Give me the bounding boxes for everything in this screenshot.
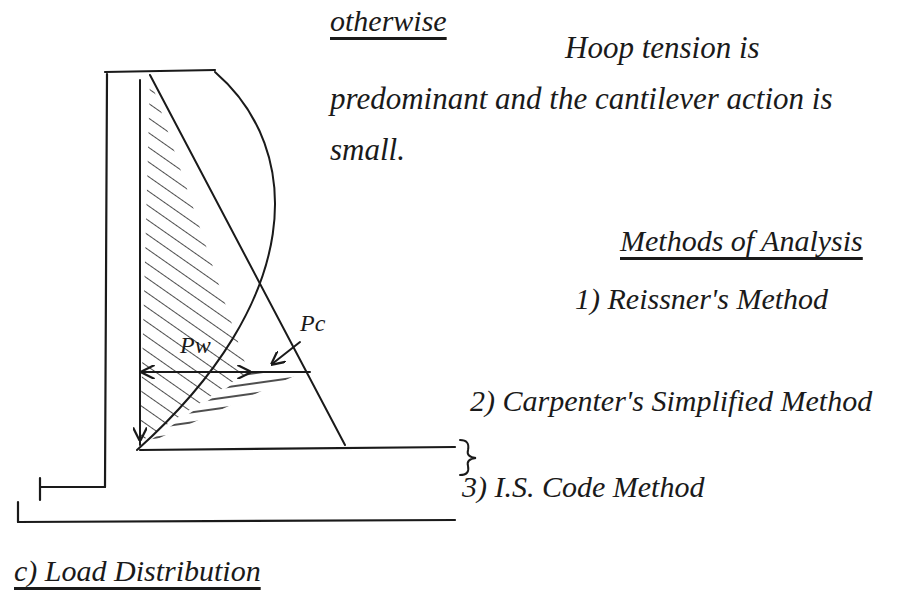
- brace: [460, 440, 476, 475]
- section-heading: Methods of Analysis: [620, 222, 915, 260]
- hoop-curve: [137, 72, 275, 450]
- pw-arrow: [142, 371, 250, 373]
- method-item: 3) I.S. Code Method: [462, 468, 902, 506]
- pc-line: [250, 371, 310, 373]
- method-item: 2) Carpenter's Simplified Method: [470, 382, 915, 420]
- force-label: Pw: [180, 330, 240, 360]
- height-arrow: [139, 385, 141, 440]
- pc-leader: [272, 342, 300, 364]
- pressure-line: [150, 75, 345, 445]
- base-slab-top: [140, 447, 455, 450]
- base-slab-end: [17, 502, 19, 522]
- method-item: 1) Reissner's Method: [575, 280, 915, 318]
- base-slab: [40, 478, 105, 500]
- pressure-axis: [139, 80, 141, 445]
- base-slab-bottom: [18, 520, 455, 522]
- wall-top: [105, 70, 215, 72]
- force-label: Pc: [300, 308, 360, 338]
- wall-face: [105, 74, 107, 487]
- note-heading: otherwise: [330, 2, 530, 40]
- note-text: Hoop tension is predominant and the cant…: [330, 22, 915, 175]
- hoop-hatch: [142, 372, 303, 446]
- section-heading: c) Load Distribution: [14, 552, 454, 590]
